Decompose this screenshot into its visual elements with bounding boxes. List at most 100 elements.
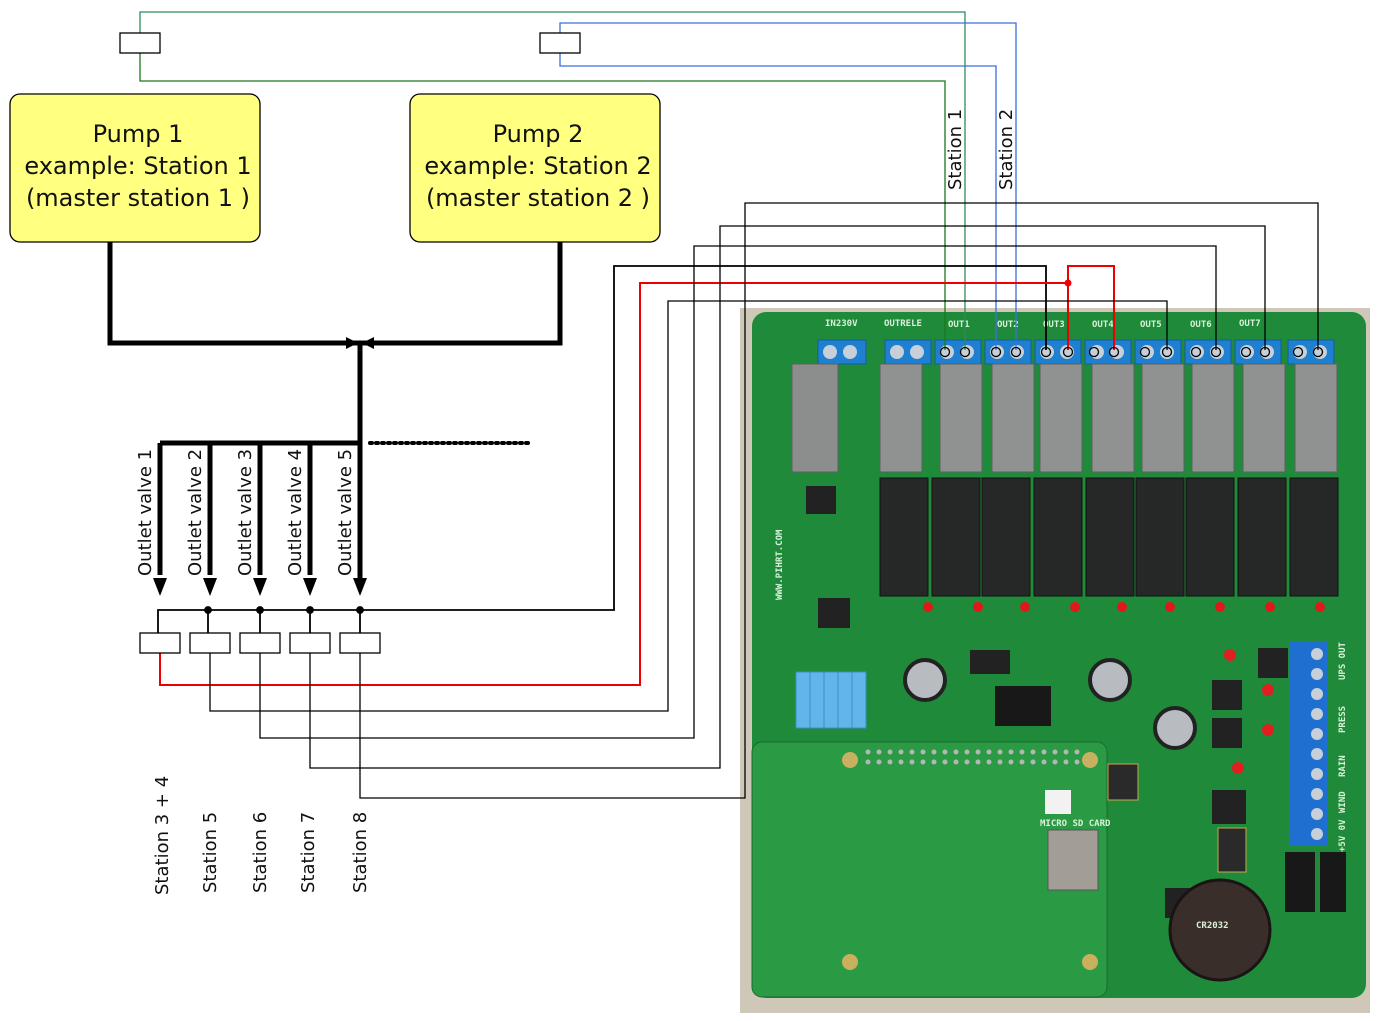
gpio-pin <box>997 759 1003 765</box>
terminal-screw <box>1260 345 1274 359</box>
pump-1-example: example: Station 1 <box>24 152 251 180</box>
wire-station1-a <box>139 11 966 350</box>
valve-arrows <box>153 578 367 596</box>
relay <box>1085 477 1135 597</box>
gpio-pin <box>1063 759 1069 765</box>
gpio-pin <box>865 759 871 765</box>
terminal-screw <box>1311 828 1323 840</box>
gpio-pin <box>1074 749 1080 755</box>
valve-3-solenoid <box>239 632 281 654</box>
x2-capacitor <box>1294 363 1338 473</box>
terminal-screw <box>1311 728 1323 740</box>
gpio-pin <box>942 759 948 765</box>
wire-station7 <box>309 225 1266 769</box>
ic-optocoupler <box>806 486 836 514</box>
terminal-connection-circle <box>1040 346 1052 358</box>
gpio-pin <box>975 759 981 765</box>
junction-dot <box>356 606 364 614</box>
status-led <box>1117 602 1127 612</box>
ic-chip <box>970 650 1010 674</box>
label-out1: OUT1 <box>948 320 970 330</box>
terminal-connection-circle <box>1062 346 1074 358</box>
sensor-terminal-screws <box>1311 648 1323 840</box>
x2-capacitor <box>1242 363 1286 473</box>
sd-card-slot <box>1047 829 1099 891</box>
junction-dot <box>1064 279 1072 287</box>
led <box>1232 762 1244 774</box>
gpio-pin <box>1019 759 1025 765</box>
silkscreen-url: WWW.PIHRT.COM <box>775 529 785 600</box>
gpio-pin <box>1041 749 1047 755</box>
gpio-pin <box>931 759 937 765</box>
valve-solenoids <box>139 632 381 654</box>
outlet-valve-labels: Outlet valve 1 Outlet valve 2 Outlet val… <box>135 449 356 576</box>
status-led <box>973 602 983 612</box>
terminal-labels: IN230V OUTRELE OUT1 OUT2 OUT3 OUT4 OUT5 … <box>825 319 1261 330</box>
x2-capacitor <box>879 363 923 473</box>
x2-capacitor <box>1091 363 1135 473</box>
mount-hole <box>1082 954 1098 970</box>
label-rain: RAIN <box>1338 755 1348 777</box>
terminal-screw <box>1311 788 1323 800</box>
wire-station3-4-bridge <box>1067 265 1115 350</box>
station-labels: Station 3 + 4 Station 5 Station 6 Statio… <box>152 776 371 895</box>
valve-2-solenoid <box>189 632 231 654</box>
wire-station3-4 <box>159 282 1069 686</box>
label-5v-0v: +5V 0V <box>1338 819 1348 852</box>
relay <box>1135 477 1185 597</box>
gpio-pin <box>975 749 981 755</box>
qr-sticker <box>1045 790 1071 814</box>
terminal-screw <box>843 345 857 359</box>
station-2-wire-label: Station 2 <box>996 109 1017 190</box>
humidity-sensor <box>795 671 867 729</box>
status-led <box>1265 602 1275 612</box>
label-wind: WIND <box>1338 791 1348 813</box>
status-led <box>1315 602 1325 612</box>
terminal-screw <box>910 345 924 359</box>
station-7-label: Station 7 <box>298 812 319 893</box>
terminal-connection-circle <box>1088 346 1100 358</box>
pump-1-title: Pump 1 <box>93 120 184 148</box>
relay <box>981 477 1031 597</box>
i2c-connector <box>1285 852 1315 912</box>
gpio-pin <box>1052 749 1058 755</box>
terminal-connection-circle <box>939 346 951 358</box>
led <box>1262 684 1274 696</box>
relay <box>1237 477 1287 597</box>
junction-dot <box>204 606 212 614</box>
station-8-label: Station 8 <box>350 812 371 893</box>
wire-station1-b <box>139 52 946 350</box>
gpio-pin <box>953 749 959 755</box>
gpio-pin <box>942 749 948 755</box>
pump-2-example: example: Station 2 <box>424 152 651 180</box>
arrow-down-icon <box>203 578 217 596</box>
ic-chip <box>1212 718 1242 748</box>
gpio-pin <box>920 749 926 755</box>
gpio-pin <box>1063 749 1069 755</box>
gpio-pin <box>887 759 893 765</box>
x2-capacitor <box>939 363 983 473</box>
led <box>1224 649 1236 661</box>
terminal-screw <box>960 345 974 359</box>
label-outrele: OUTRELE <box>884 319 922 329</box>
terminal-connection-circle <box>990 346 1002 358</box>
gpio-pin <box>986 759 992 765</box>
valve-5-solenoid <box>339 632 381 654</box>
gpio-pin <box>876 749 882 755</box>
gpio-pin <box>1030 749 1036 755</box>
mount-hole <box>1082 752 1098 768</box>
terminal-screw <box>940 345 954 359</box>
terminal-screw <box>1311 768 1323 780</box>
relay <box>879 477 929 597</box>
junction-dot <box>256 606 264 614</box>
header-connector <box>995 686 1051 726</box>
raspberry-pi-board <box>751 741 1108 998</box>
gpio-pin <box>1008 749 1014 755</box>
pump-1: Pump 1 example: Station 1 (master statio… <box>9 93 261 243</box>
x2-capacitor <box>1141 363 1185 473</box>
sensor-grid <box>809 672 853 728</box>
label-out7: OUT7 <box>1239 319 1261 329</box>
status-led <box>923 602 933 612</box>
pump-2-title: Pump 2 <box>493 120 584 148</box>
